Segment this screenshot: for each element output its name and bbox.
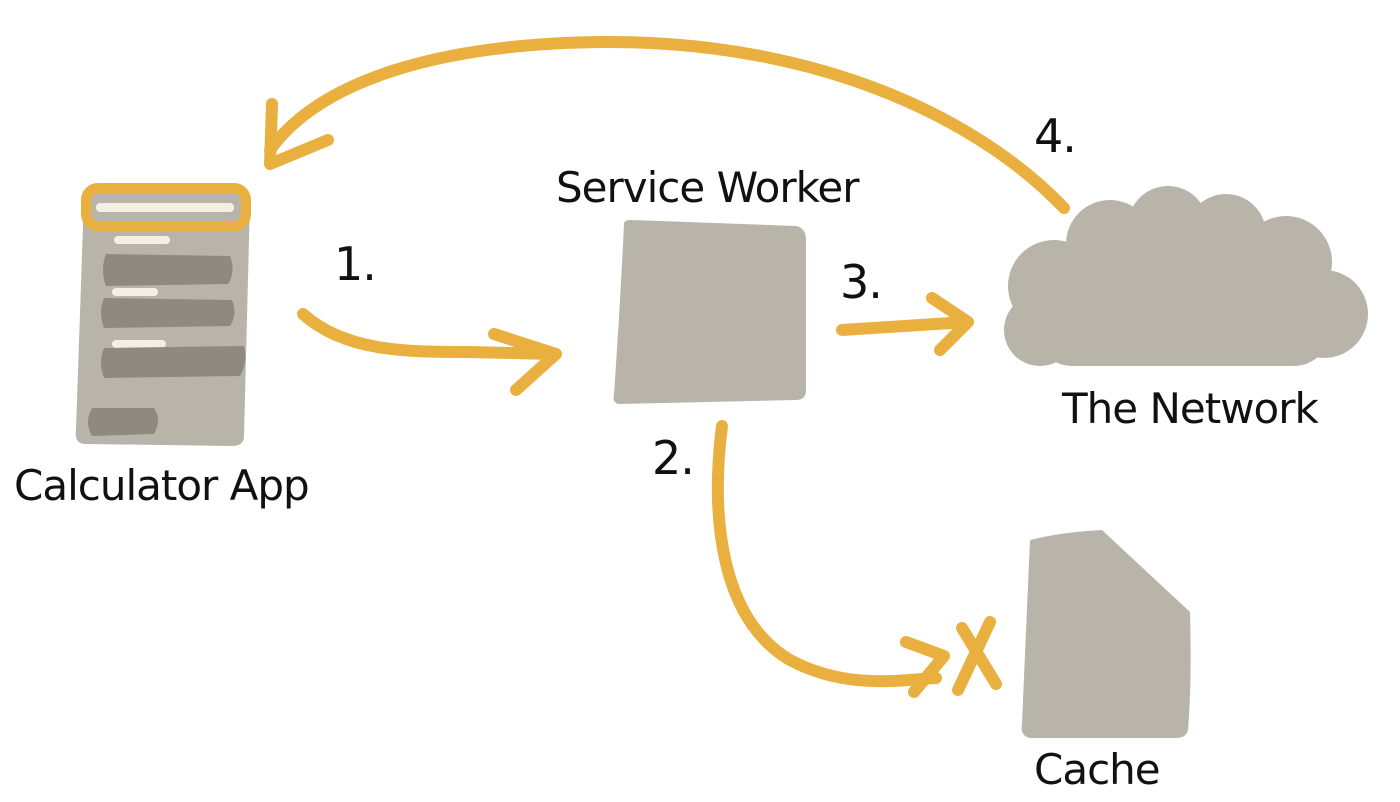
cache-label: Cache [1034,745,1160,794]
calculator-app-icon [75,183,251,446]
step-4-label: 4. [1034,109,1076,163]
calculator-app-title-bar-line [96,203,234,212]
calculator-app-title-bar [81,183,251,231]
service-worker-label: Service Worker [556,163,860,212]
blocked-x-icon [952,616,1002,696]
arrow-network-to-app [264,35,1070,214]
arrow-service-worker-to-cache [711,420,950,698]
network-label: The Network [1061,384,1320,433]
step-2-label: 2. [652,431,694,485]
step-1-label: 1. [334,237,376,291]
step-3-label: 3. [840,255,882,309]
service-worker-box [613,220,806,404]
cache-document-icon [1021,530,1191,738]
arrow-service-worker-to-network [836,292,974,356]
calculator-app-label: Calculator App [14,461,309,510]
network-cloud-icon [1004,186,1368,366]
arrow-app-to-service-worker [297,308,562,396]
